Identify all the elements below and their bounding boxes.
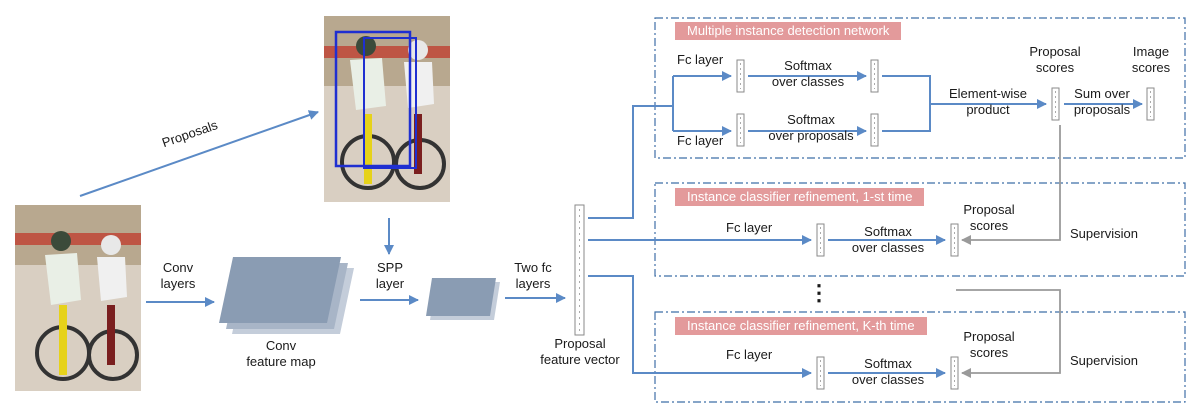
branch-to-refine-k <box>588 275 812 378</box>
ellipsis: ⋮ <box>808 280 830 305</box>
midn-softmax-vector-top <box>870 59 879 93</box>
midn-fc-vector-top <box>736 59 745 93</box>
midn-merge <box>882 75 931 132</box>
refine-k-title: Instance classifier refinement, K-th tim… <box>675 317 927 335</box>
refine-k-fc-vector <box>816 356 825 390</box>
refine-k-fc-layer: Fc layer <box>726 347 773 362</box>
refine-1-title: Instance classifier refinement, 1-st tim… <box>675 188 925 206</box>
midn-fc-layer-top: Fc layer <box>677 52 724 67</box>
refine-1-fc-layer: Fc layer <box>726 220 773 235</box>
conv-feature-map <box>219 257 341 323</box>
image-scores-vector <box>1146 87 1155 121</box>
refine-1-box <box>654 182 1186 277</box>
supervision-1-arrow <box>961 125 1061 245</box>
input-image <box>15 205 141 391</box>
pooled-feature <box>426 278 496 316</box>
refine-k-scores-vector <box>950 356 959 390</box>
proposal-image <box>324 16 450 202</box>
branch-to-midn <box>588 105 673 219</box>
refine-k-box <box>654 311 1186 403</box>
supervision-k-arrow <box>956 289 1061 378</box>
refine-1-scores-vector <box>950 223 959 257</box>
proposals-arrow <box>79 110 319 197</box>
midn-title: Multiple instance detection network <box>675 22 902 40</box>
midn-box <box>654 17 1186 159</box>
refine-1-fc-vector <box>816 223 825 257</box>
refine-1-supervision-label: Supervision <box>1070 226 1138 241</box>
refine-k-supervision-label: Supervision <box>1070 353 1138 368</box>
midn-proposal-scores-vector <box>1051 87 1060 121</box>
midn-fc-layer-bottom: Fc layer <box>677 133 724 148</box>
proposal-feature-vector <box>574 204 585 336</box>
midn-fc-vector-bottom <box>736 113 745 147</box>
midn-softmax-vector-bottom <box>870 113 879 147</box>
